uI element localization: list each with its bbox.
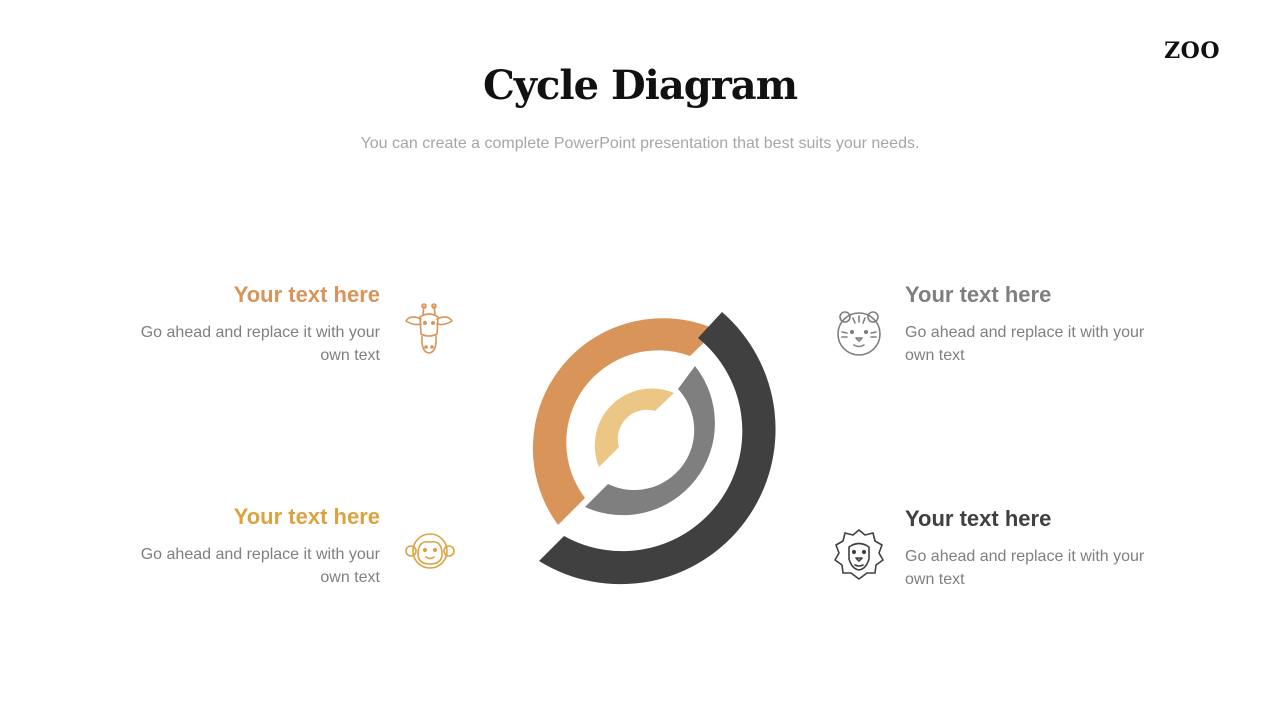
text-block-bottom-left: Your text here Go ahead and replace it w… [120,503,380,589]
item-description: Go ahead and replace it with your own te… [140,324,380,364]
text-block-bottom-right: Your text here Go ahead and replace it w… [905,505,1165,591]
tiger-icon [837,311,881,356]
text-block-top-left: Your text here Go ahead and replace it w… [120,281,380,367]
dark-arc-segment [539,312,776,585]
item-description: Go ahead and replace it with your own te… [140,546,380,586]
item-title: Your text here [905,282,1052,307]
monkey-icon [405,533,455,569]
item-title: Your text here [233,504,380,529]
giraffe-icon [405,303,453,354]
orange-arc-segment [532,318,717,525]
text-block-top-right: Your text here Go ahead and replace it w… [905,281,1165,367]
lion-icon [834,529,884,580]
item-description: Go ahead and replace it with your own te… [905,324,1145,364]
item-title: Your text here [233,282,380,307]
item-description: Go ahead and replace it with your own te… [905,548,1145,588]
item-title: Your text here [905,506,1052,531]
page-title: Cycle Diagram [482,62,798,109]
gray-arc-segment [585,366,715,516]
cycle-diagram [532,312,776,585]
light-gold-arc-segment [594,388,674,467]
page-subtitle: You can create a complete PowerPoint pre… [360,135,920,152]
brand-logo: ZOO [1164,38,1220,64]
